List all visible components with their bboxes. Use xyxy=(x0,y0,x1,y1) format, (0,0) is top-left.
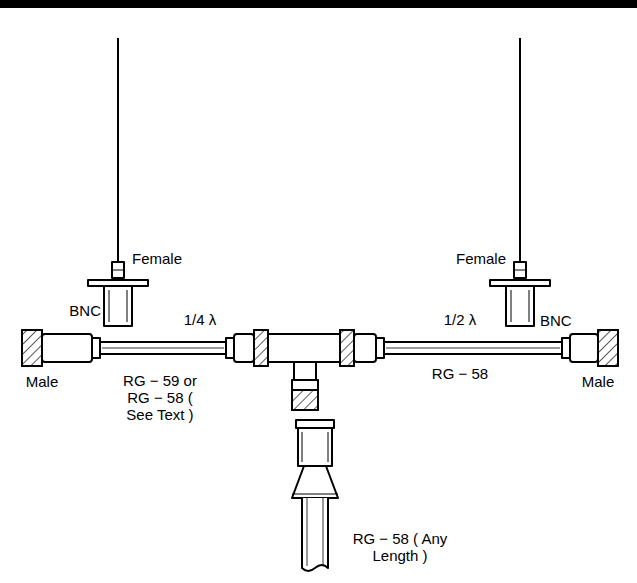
quarter-wave-plug xyxy=(226,330,268,366)
cable-type: RG − 58 ( Any Length ) xyxy=(352,530,448,564)
length-label: 1/4 λ xyxy=(184,311,217,328)
cable-core xyxy=(307,498,323,566)
feed-cable xyxy=(302,498,328,571)
top-bar xyxy=(0,0,637,8)
left-antenna xyxy=(88,38,148,326)
tee-adapter xyxy=(268,334,340,410)
left-male-plug xyxy=(22,330,100,366)
right-male-plug xyxy=(562,330,618,366)
quarter-wave-cable xyxy=(100,342,226,354)
right-antenna xyxy=(490,38,550,326)
cable-core xyxy=(102,348,224,349)
cable-type: RG − 58 xyxy=(432,365,488,382)
half-wave-cable xyxy=(384,342,562,354)
connector-label: Female xyxy=(132,250,182,267)
connector-type: BNC xyxy=(540,312,572,329)
half-wave-plug xyxy=(340,330,384,366)
connector-label: Male xyxy=(26,373,59,390)
length-label: 1/2 λ xyxy=(444,311,477,328)
feed-plug xyxy=(292,420,338,498)
connector-label: Female xyxy=(456,250,506,267)
connector-type: BNC xyxy=(69,302,101,319)
cable-type: RG − 59 or RG − 58 ( See Text ) xyxy=(112,372,208,423)
connector-label: Male xyxy=(582,373,615,390)
cable-core xyxy=(386,348,560,349)
